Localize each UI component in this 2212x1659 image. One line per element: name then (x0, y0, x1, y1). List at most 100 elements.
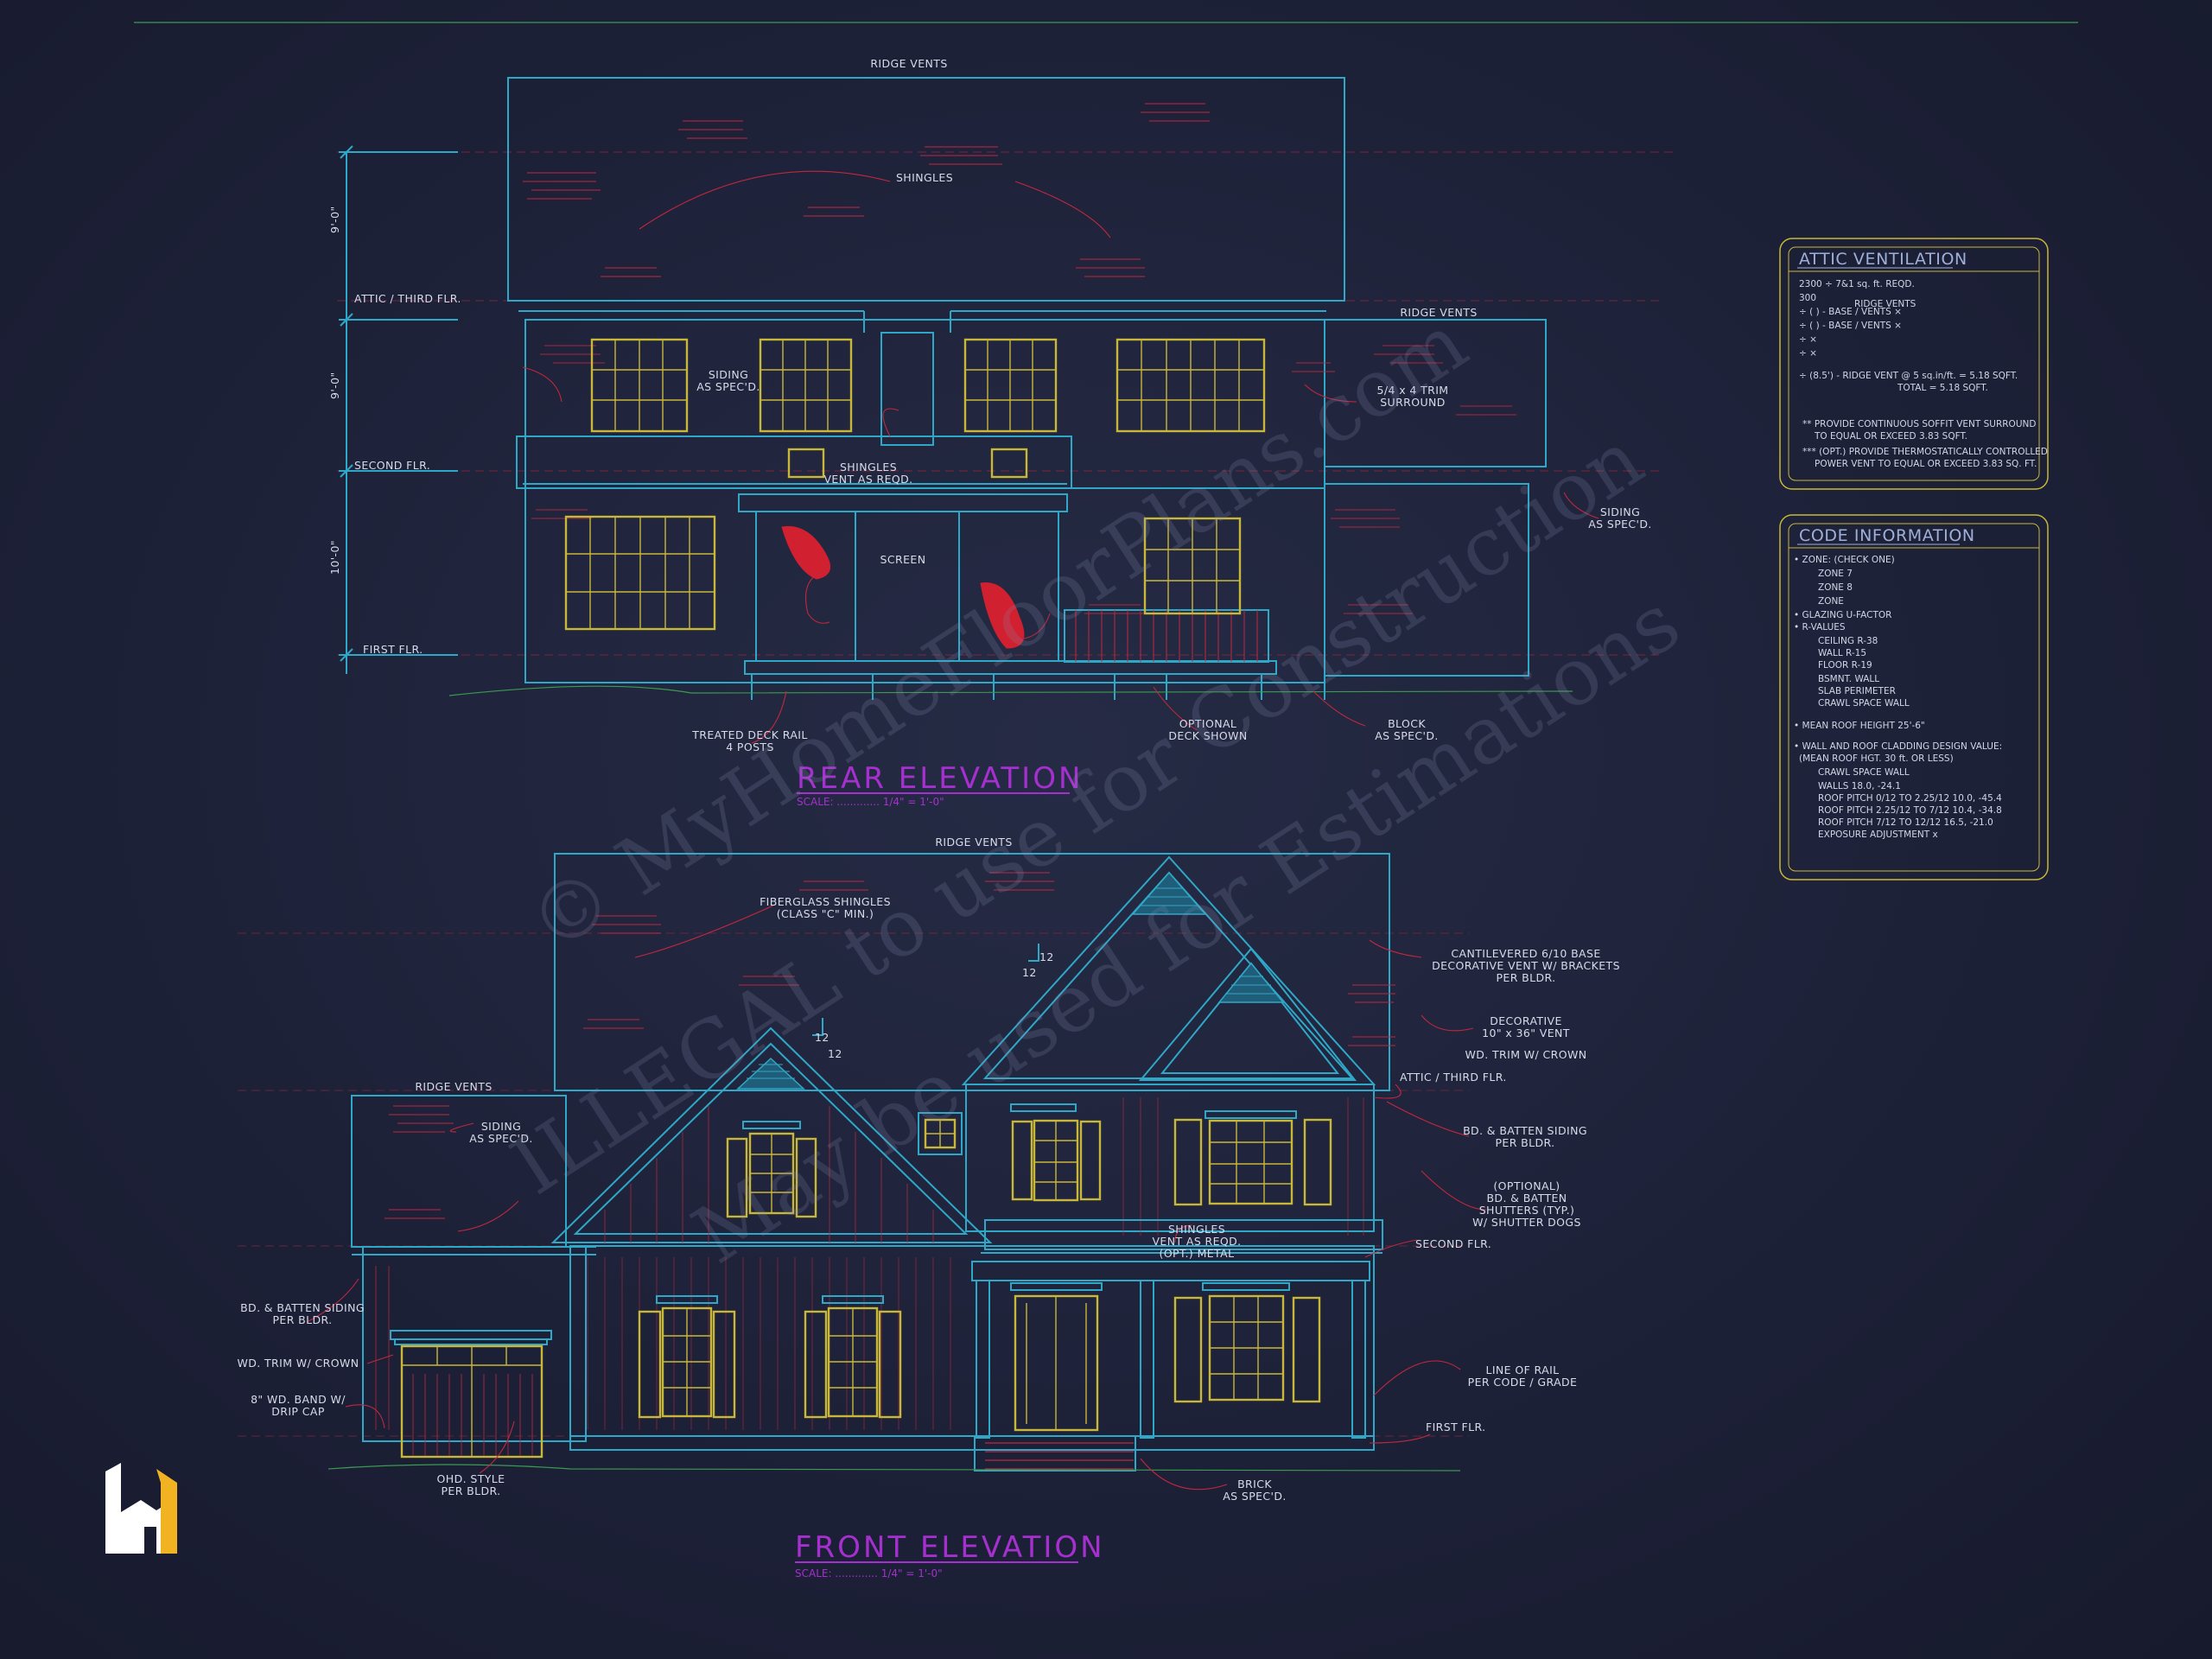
front-label-shingles-3: (OPT.) METAL (1160, 1247, 1235, 1260)
front-level-first: FIRST FLR. (1426, 1421, 1485, 1433)
dim-attic: 9'-0" (328, 206, 341, 233)
front-label-cantilevered-1: CANTILEVERED 6/10 BASE (1451, 947, 1600, 960)
front-label-bb-siding-left: BD. & BATTEN SIDING (240, 1301, 365, 1314)
code-line-15: (MEAN ROOF HGT. 30 ft. OR LESS) (1799, 753, 1954, 764)
code-line-8: WALL R-15 (1818, 648, 1866, 658)
front-elevation-title: FRONT ELEVATION (795, 1530, 1105, 1565)
rear-upper-windows (590, 338, 1266, 433)
front-label-optional-1: (OPTIONAL) (1493, 1179, 1560, 1192)
front-label-ridge-vents-left: RIDGE VENTS (415, 1080, 492, 1093)
front-right-gable (961, 855, 1376, 1236)
front-label-rail-2: PER CODE / GRADE (1468, 1376, 1578, 1389)
rear-label-siding-1: SIDING (709, 368, 748, 381)
front-label-cantilevered-2: DECORATIVE VENT W/ BRACKETS (1432, 959, 1620, 972)
front-label-ohd-2: PER BLDR. (441, 1484, 500, 1497)
front-lower-windows (638, 1295, 902, 1419)
front-label-optional-2: BD. & BATTEN (1486, 1192, 1567, 1205)
front-level-second: SECOND FLR. (1415, 1237, 1491, 1250)
rear-roof (507, 77, 1345, 302)
front-left-gable (550, 1027, 993, 1244)
attic-line-9: ** PROVIDE CONTINUOUS SOFFIT VENT SURROU… (1802, 419, 2036, 429)
code-panel-title: CODE INFORMATION (1799, 526, 1975, 545)
rear-elevation-title: REAR ELEVATION (797, 761, 1083, 796)
front-label-brick: BRICK (1237, 1478, 1272, 1491)
code-line-19: ROOF PITCH 2.25/12 TO 7/12 10.4, -34.8 (1818, 805, 2002, 816)
rear-label-deck-posts: 4 POSTS (726, 741, 774, 753)
code-information-panel: CODE INFORMATION • ZONE: (CHECK ONE) ZON… (1779, 514, 2049, 880)
front-pitch-markers: 12 12 12 12 (812, 944, 1054, 1060)
attic-line-1: 2300 ÷ 7&1 sq. ft. REQD. (1799, 279, 1915, 289)
rear-label-optional-deck: OPTIONAL (1179, 717, 1237, 730)
front-label-fiberglass-b: (CLASS "C" MIN.) (777, 907, 874, 920)
attic-line-3: ÷ ( ) - BASE / VENTS × (1799, 307, 1902, 317)
svg-text:12: 12 (1022, 966, 1037, 979)
rear-label-siding-2: SIDING (1600, 505, 1640, 518)
attic-line-7: ÷ (8.5') - RIDGE VENT @ 5 sq.in/ft. = 5.… (1799, 371, 2018, 381)
code-line-16: CRAWL SPACE WALL (1818, 767, 1910, 778)
rear-level-second: SECOND FLR. (354, 459, 430, 472)
rear-label-ridge-vents-top: RIDGE VENTS (870, 57, 947, 70)
attic-line-5: ÷ × (1799, 334, 1817, 345)
code-line-10: BSMNT. WALL (1818, 674, 1879, 684)
rear-elevation-scale: SCALE: ............. 1/4" = 1'-0" (797, 796, 944, 808)
code-line-12: CRAWL SPACE WALL (1818, 698, 1910, 709)
front-label-brick-b: AS SPEC'D. (1223, 1490, 1287, 1503)
code-line-21: EXPOSURE ADJUSTMENT x (1818, 830, 1938, 840)
rear-label-ridge-vents-right: RIDGE VENTS (1400, 306, 1477, 319)
rear-dimension-line: 9'-0" 9'-0" 10'-0" (328, 145, 458, 674)
code-line-9: FLOOR R-19 (1818, 660, 1872, 671)
svg-text:12: 12 (1039, 950, 1054, 963)
code-line-13: • MEAN ROOF HEIGHT 25'-6" (1794, 721, 1925, 731)
rear-label-shingles: SHINGLES (896, 171, 953, 184)
dim-second: 9'-0" (328, 372, 341, 399)
front-porch (971, 1261, 1370, 1471)
code-line-1: • ZONE: (CHECK ONE) (1794, 555, 1895, 565)
rear-screen-porch (738, 493, 1277, 675)
front-label-ridge-vents-top: RIDGE VENTS (935, 836, 1012, 849)
code-line-14: • WALL AND ROOF CLADDING DESIGN VALUE: (1794, 741, 2002, 752)
attic-ridge-vents: RIDGE VENTS (1854, 299, 1916, 309)
front-elevation-scale: SCALE: ............. 1/4" = 1'-0" (795, 1567, 943, 1580)
rear-label-siding-1b: AS SPEC'D. (696, 380, 760, 393)
rear-label-trim-b: SURROUND (1380, 396, 1446, 409)
front-level-attic: ATTIC / THIRD FLR. (1400, 1071, 1507, 1084)
attic-line-10: TO EQUAL OR EXCEED 3.83 SQFT. (1814, 431, 1967, 442)
front-label-optional-3: SHUTTERS (TYP.) (1479, 1204, 1575, 1217)
rear-porch-roof (516, 435, 1072, 489)
front-label-shingles-1: SHINGLES (1168, 1223, 1225, 1236)
front-label-wd-trim-left: WD. TRIM W/ CROWN (237, 1357, 359, 1370)
svg-text:12: 12 (828, 1047, 842, 1060)
attic-line-11: *** (OPT.) PROVIDE THERMOSTATICALLY CONT… (1802, 447, 2048, 457)
code-line-6: • R-VALUES (1794, 622, 1846, 632)
attic-ventilation-panel: ATTIC VENTILATION 2300 ÷ 7&1 sq. ft. REQ… (1779, 238, 2049, 490)
rear-level-first: FIRST FLR. (363, 643, 423, 656)
front-label-siding: SIDING (481, 1120, 521, 1133)
rear-label-block-b: AS SPEC'D. (1375, 729, 1439, 742)
dim-first: 10'-0" (328, 540, 341, 575)
front-label-cantilevered-3: PER BLDR. (1496, 971, 1555, 984)
svg-text:12: 12 (815, 1031, 830, 1044)
code-line-18: ROOF PITCH 0/12 TO 2.25/12 10.0, -45.4 (1818, 793, 2002, 804)
rear-elevation: 9'-0" 9'-0" 10'-0" (328, 57, 1676, 808)
code-line-5: • GLAZING U-FACTOR (1794, 610, 1891, 620)
code-line-11: SLAB PERIMETER (1818, 686, 1896, 696)
rear-label-screen: SCREEN (880, 553, 926, 566)
code-line-20: ROOF PITCH 7/12 TO 12/12 16.5, -21.0 (1818, 817, 1993, 828)
front-label-rail-1: LINE OF RAIL (1485, 1363, 1559, 1376)
front-label-band-1: 8" WD. BAND W/ (251, 1393, 346, 1406)
code-line-7: CEILING R-38 (1818, 636, 1878, 646)
front-label-ohd-1: OHD. STYLE (437, 1472, 505, 1485)
front-small-vent-box (918, 1112, 963, 1155)
front-label-bb-siding-right: BD. & BATTEN SIDING (1463, 1124, 1587, 1137)
logo-icon (105, 1463, 177, 1554)
rear-label-shingles-vent: SHINGLES (840, 461, 897, 474)
code-line-17: WALLS 18.0, -24.1 (1818, 781, 1901, 791)
rear-label-shingles-vent-b: VENT AS REQD. (823, 473, 912, 486)
front-label-siding-b: AS SPEC'D. (469, 1132, 533, 1145)
front-label-optional-4: W/ SHUTTER DOGS (1472, 1216, 1581, 1229)
code-line-2: ZONE 7 (1818, 569, 1853, 579)
front-label-decorative-1: DECORATIVE (1490, 1014, 1562, 1027)
rear-level-attic: ATTIC / THIRD FLR. (354, 292, 461, 305)
front-label-fiberglass: FIBERGLASS SHINGLES (760, 895, 891, 908)
rear-right-wing-upper (1324, 319, 1547, 467)
